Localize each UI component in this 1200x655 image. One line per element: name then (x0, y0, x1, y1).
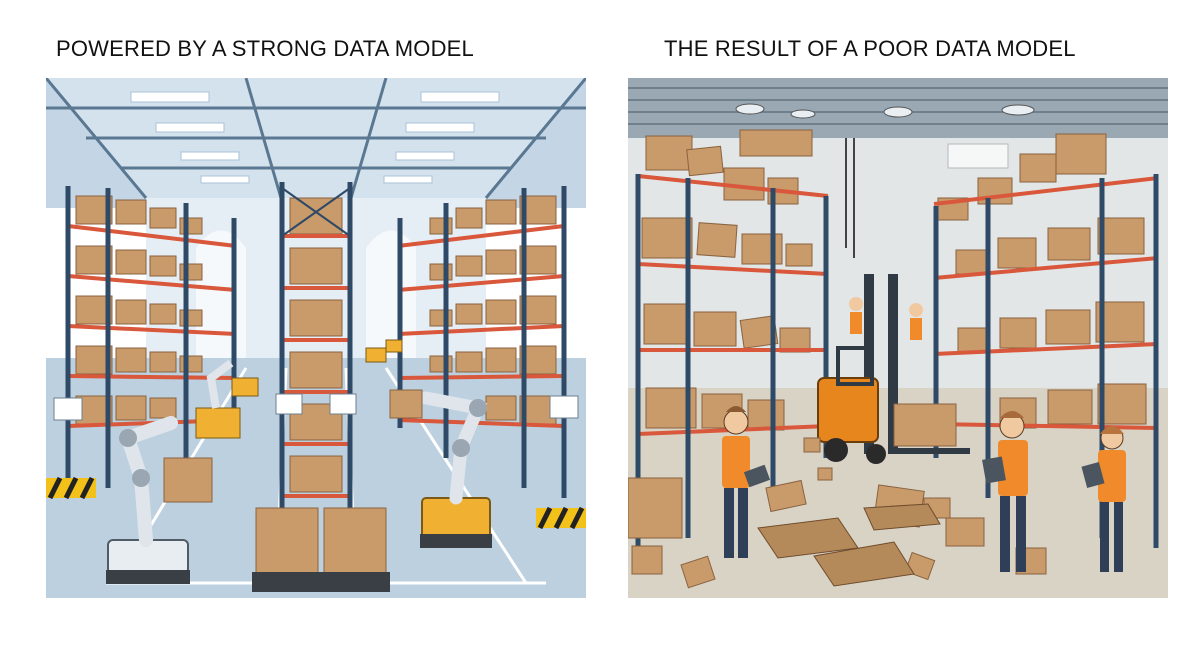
organized-warehouse-illustration (46, 78, 586, 598)
caption-strong-data-model: POWERED BY A STRONG DATA MODEL (56, 36, 474, 61)
caption-poor-data-model: THE RESULT OF A POOR DATA MODEL (664, 36, 1076, 61)
chaotic-warehouse-illustration (628, 78, 1168, 598)
